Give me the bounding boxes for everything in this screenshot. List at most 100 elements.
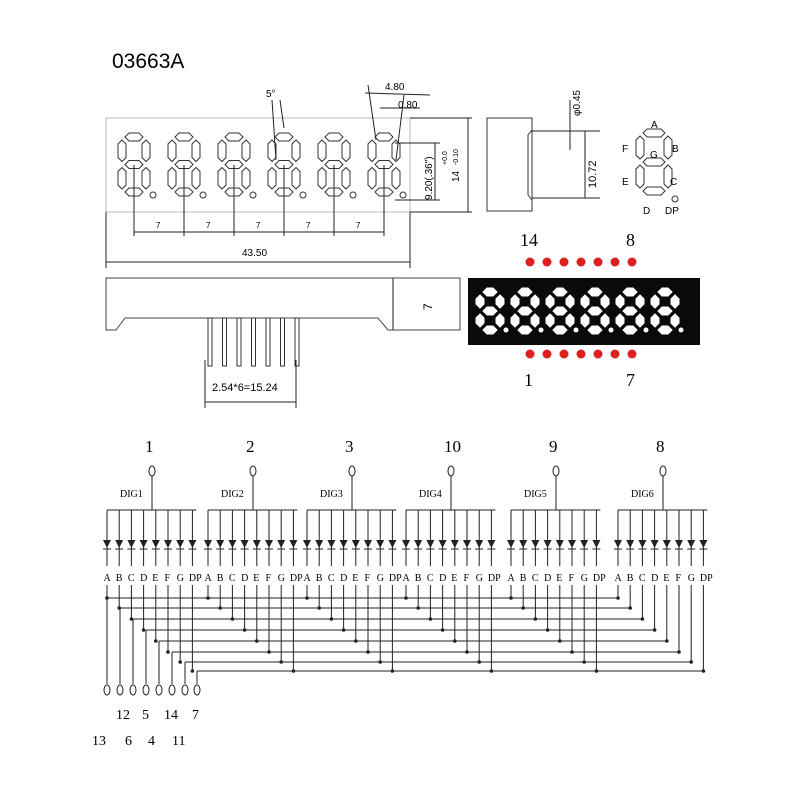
segment-label: G bbox=[688, 573, 695, 584]
segment bbox=[642, 157, 666, 167]
segment-label: G bbox=[177, 573, 184, 584]
segment-label: E bbox=[152, 573, 158, 584]
segment bbox=[615, 294, 625, 309]
segment bbox=[600, 313, 610, 328]
segment bbox=[374, 132, 394, 142]
segment-pin-terminal bbox=[168, 684, 176, 696]
segment bbox=[475, 294, 485, 309]
pin bbox=[207, 317, 213, 367]
led-pin-dot bbox=[525, 257, 535, 267]
pitch-label: 7 bbox=[306, 221, 311, 230]
diode-icon bbox=[339, 540, 348, 548]
segment bbox=[545, 313, 555, 328]
segment-pin-label: 14 bbox=[164, 708, 178, 723]
segment bbox=[635, 164, 645, 189]
segment-label: E bbox=[451, 573, 457, 584]
segment bbox=[642, 128, 666, 138]
pin bbox=[236, 317, 242, 367]
segment bbox=[670, 313, 680, 328]
dp-dot bbox=[149, 191, 157, 199]
diode-icon bbox=[204, 540, 212, 548]
dim-stroke-label: 0.80 bbox=[398, 100, 418, 111]
photo-pin-1: 1 bbox=[524, 370, 533, 390]
segment-pin-label: 12 bbox=[116, 708, 130, 723]
photo-dp bbox=[538, 327, 544, 333]
diode-icon bbox=[303, 540, 311, 548]
junction bbox=[166, 650, 170, 654]
diode-icon bbox=[188, 540, 197, 548]
segment-pin-terminal bbox=[116, 684, 124, 696]
diode-icon bbox=[327, 540, 336, 548]
segment-label: D bbox=[544, 573, 551, 584]
diode-icon bbox=[699, 540, 708, 548]
segment bbox=[374, 160, 394, 169]
dim-digit-height-label: 9.20(.36") bbox=[424, 156, 435, 200]
digit-pin-terminal bbox=[447, 465, 455, 477]
segment bbox=[167, 139, 177, 163]
pitch-label: 7 bbox=[156, 221, 161, 230]
segment bbox=[324, 160, 344, 169]
segment bbox=[274, 160, 294, 169]
segment bbox=[510, 313, 520, 328]
segment bbox=[565, 313, 575, 328]
segment-label: E bbox=[253, 573, 259, 584]
diode-icon bbox=[127, 540, 136, 548]
part-number-title: 03663A bbox=[112, 50, 184, 73]
legend-label-a: A bbox=[651, 120, 658, 131]
photo-dp bbox=[608, 327, 614, 333]
segment bbox=[267, 139, 277, 163]
segment-label: A bbox=[104, 573, 112, 584]
angle-label: 5° bbox=[266, 89, 276, 100]
segment bbox=[141, 139, 151, 163]
segment bbox=[622, 287, 638, 297]
segment bbox=[635, 135, 645, 160]
segment bbox=[374, 187, 394, 197]
segment-label: C bbox=[328, 573, 335, 584]
diode-icon bbox=[687, 540, 696, 548]
segment bbox=[663, 135, 673, 160]
legend-label-e: E bbox=[622, 177, 629, 188]
segment-label: G bbox=[476, 573, 483, 584]
segment bbox=[482, 306, 498, 316]
side-body bbox=[486, 117, 533, 212]
segment-label: F bbox=[365, 573, 371, 584]
angle-line bbox=[279, 99, 285, 129]
front-body bbox=[105, 117, 411, 213]
segment bbox=[650, 313, 660, 328]
segment bbox=[530, 313, 540, 328]
segment bbox=[191, 139, 201, 163]
segment bbox=[495, 313, 505, 328]
diode-icon bbox=[592, 540, 601, 548]
segment bbox=[274, 132, 294, 142]
segment-label: B bbox=[627, 573, 634, 584]
segment-pin-terminal bbox=[103, 684, 111, 696]
segment-label: DP bbox=[593, 573, 606, 584]
segment bbox=[657, 325, 673, 335]
front-digit bbox=[367, 132, 401, 197]
junction bbox=[190, 669, 195, 673]
segment-label: F bbox=[266, 573, 272, 584]
digit-pin-terminal bbox=[659, 465, 667, 477]
segment-label: A bbox=[205, 573, 213, 584]
segment bbox=[174, 187, 194, 197]
digit-name: DIG3 bbox=[320, 489, 343, 500]
segment bbox=[517, 325, 533, 335]
segment-label: DP bbox=[700, 573, 713, 584]
segment-pin-terminal bbox=[193, 684, 201, 696]
dim-height-label: 14 bbox=[451, 170, 462, 182]
diode-icon bbox=[277, 540, 286, 548]
segment-label: D bbox=[140, 573, 147, 584]
segment-label: F bbox=[464, 573, 470, 584]
digit-name: DIG6 bbox=[631, 489, 654, 500]
led-pin-dot bbox=[593, 257, 603, 267]
front-digit bbox=[317, 132, 351, 197]
led-pin-dot bbox=[559, 257, 569, 267]
segment bbox=[391, 166, 401, 190]
dp-dot bbox=[299, 191, 307, 199]
diode-icon bbox=[151, 540, 160, 548]
diode-icon bbox=[626, 540, 635, 548]
diode-icon bbox=[650, 540, 659, 548]
junction bbox=[129, 617, 134, 621]
